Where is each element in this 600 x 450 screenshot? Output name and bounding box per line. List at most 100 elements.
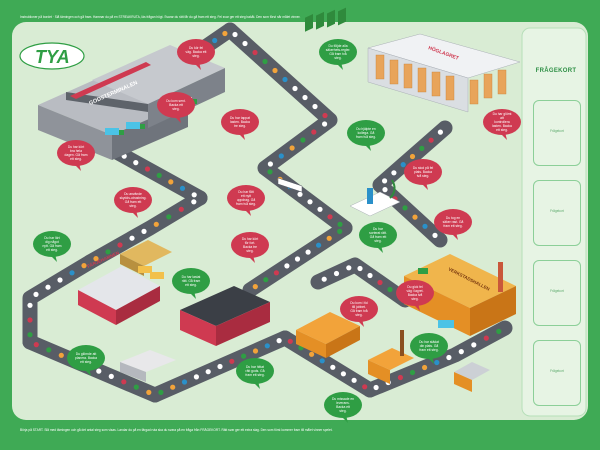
path-square xyxy=(333,270,340,277)
path-square xyxy=(232,31,238,38)
path-square xyxy=(46,347,52,353)
path-square xyxy=(273,270,279,276)
workshop-hall xyxy=(404,254,516,336)
path-square xyxy=(217,363,223,370)
top-edge-instructions: Instruktioner på bordet · Slå tärningen … xyxy=(20,15,301,19)
question-card-slot[interactable]: Frågekort xyxy=(533,340,581,406)
path-square xyxy=(312,103,318,110)
path-square xyxy=(321,276,327,282)
question-panel-bg xyxy=(521,27,587,417)
path-square xyxy=(252,284,258,290)
path-square xyxy=(27,302,33,308)
path-square xyxy=(432,232,438,238)
path-square xyxy=(437,129,443,135)
path-square xyxy=(69,270,75,276)
path-square xyxy=(322,121,328,127)
path-square xyxy=(193,374,199,380)
path-square xyxy=(483,335,489,341)
question-card-slot[interactable]: Frågekort xyxy=(533,100,581,166)
path-square xyxy=(382,178,388,184)
path-square xyxy=(458,349,464,355)
high-bay-warehouse xyxy=(367,33,521,113)
path-square xyxy=(191,199,197,205)
path-square xyxy=(326,235,332,241)
path-square xyxy=(289,145,295,151)
path-square xyxy=(346,265,352,271)
path-square xyxy=(264,343,270,349)
path-square xyxy=(108,373,114,379)
path-square xyxy=(428,137,434,143)
path-square xyxy=(496,328,502,334)
high-bay-shelves xyxy=(375,54,507,105)
path-square xyxy=(252,348,259,354)
sculpture-letters xyxy=(305,7,346,32)
path-square xyxy=(81,263,87,269)
question-card-slot-label: Frågekort xyxy=(550,209,564,213)
path-square xyxy=(205,369,211,375)
path-square xyxy=(319,358,325,364)
path-square xyxy=(287,338,293,344)
path-square xyxy=(121,379,127,385)
path-square xyxy=(422,223,428,229)
path-square xyxy=(144,166,151,172)
path-square xyxy=(27,317,33,323)
path-square xyxy=(367,272,373,279)
path-square xyxy=(400,162,406,168)
path-square xyxy=(58,352,64,358)
path-square xyxy=(307,199,313,205)
path-square xyxy=(412,214,418,220)
path-square xyxy=(229,358,235,364)
question-card-slot[interactable]: Frågekort xyxy=(533,180,581,246)
path-square xyxy=(309,351,315,357)
path-square xyxy=(317,206,323,212)
question-card-slot[interactable]: Frågekort xyxy=(533,260,581,326)
path-square xyxy=(263,277,269,283)
path-square xyxy=(33,342,39,348)
fuel-station xyxy=(349,179,401,217)
path-square xyxy=(178,206,184,212)
path-square xyxy=(330,364,336,370)
path-square xyxy=(419,145,425,151)
path-square xyxy=(278,153,284,159)
path-square xyxy=(133,384,139,390)
path-square xyxy=(322,112,328,119)
question-card-slot-label: Frågekort xyxy=(550,129,564,133)
path-square xyxy=(357,265,363,272)
path-square xyxy=(181,379,188,385)
path-square xyxy=(297,191,303,197)
path-square xyxy=(241,353,247,359)
path-square xyxy=(212,37,218,44)
path-square xyxy=(262,58,268,65)
path-square xyxy=(129,235,135,241)
bottom-edge-instructions: Börja på START. Slå med tärningen och gå… xyxy=(20,428,333,432)
path-square xyxy=(422,364,428,371)
path-square xyxy=(397,374,403,381)
question-card-title: FRÅGEKORT xyxy=(535,68,577,74)
path-square xyxy=(391,170,397,176)
path-square xyxy=(382,187,388,193)
path-square xyxy=(133,160,139,166)
path-square xyxy=(141,228,147,234)
